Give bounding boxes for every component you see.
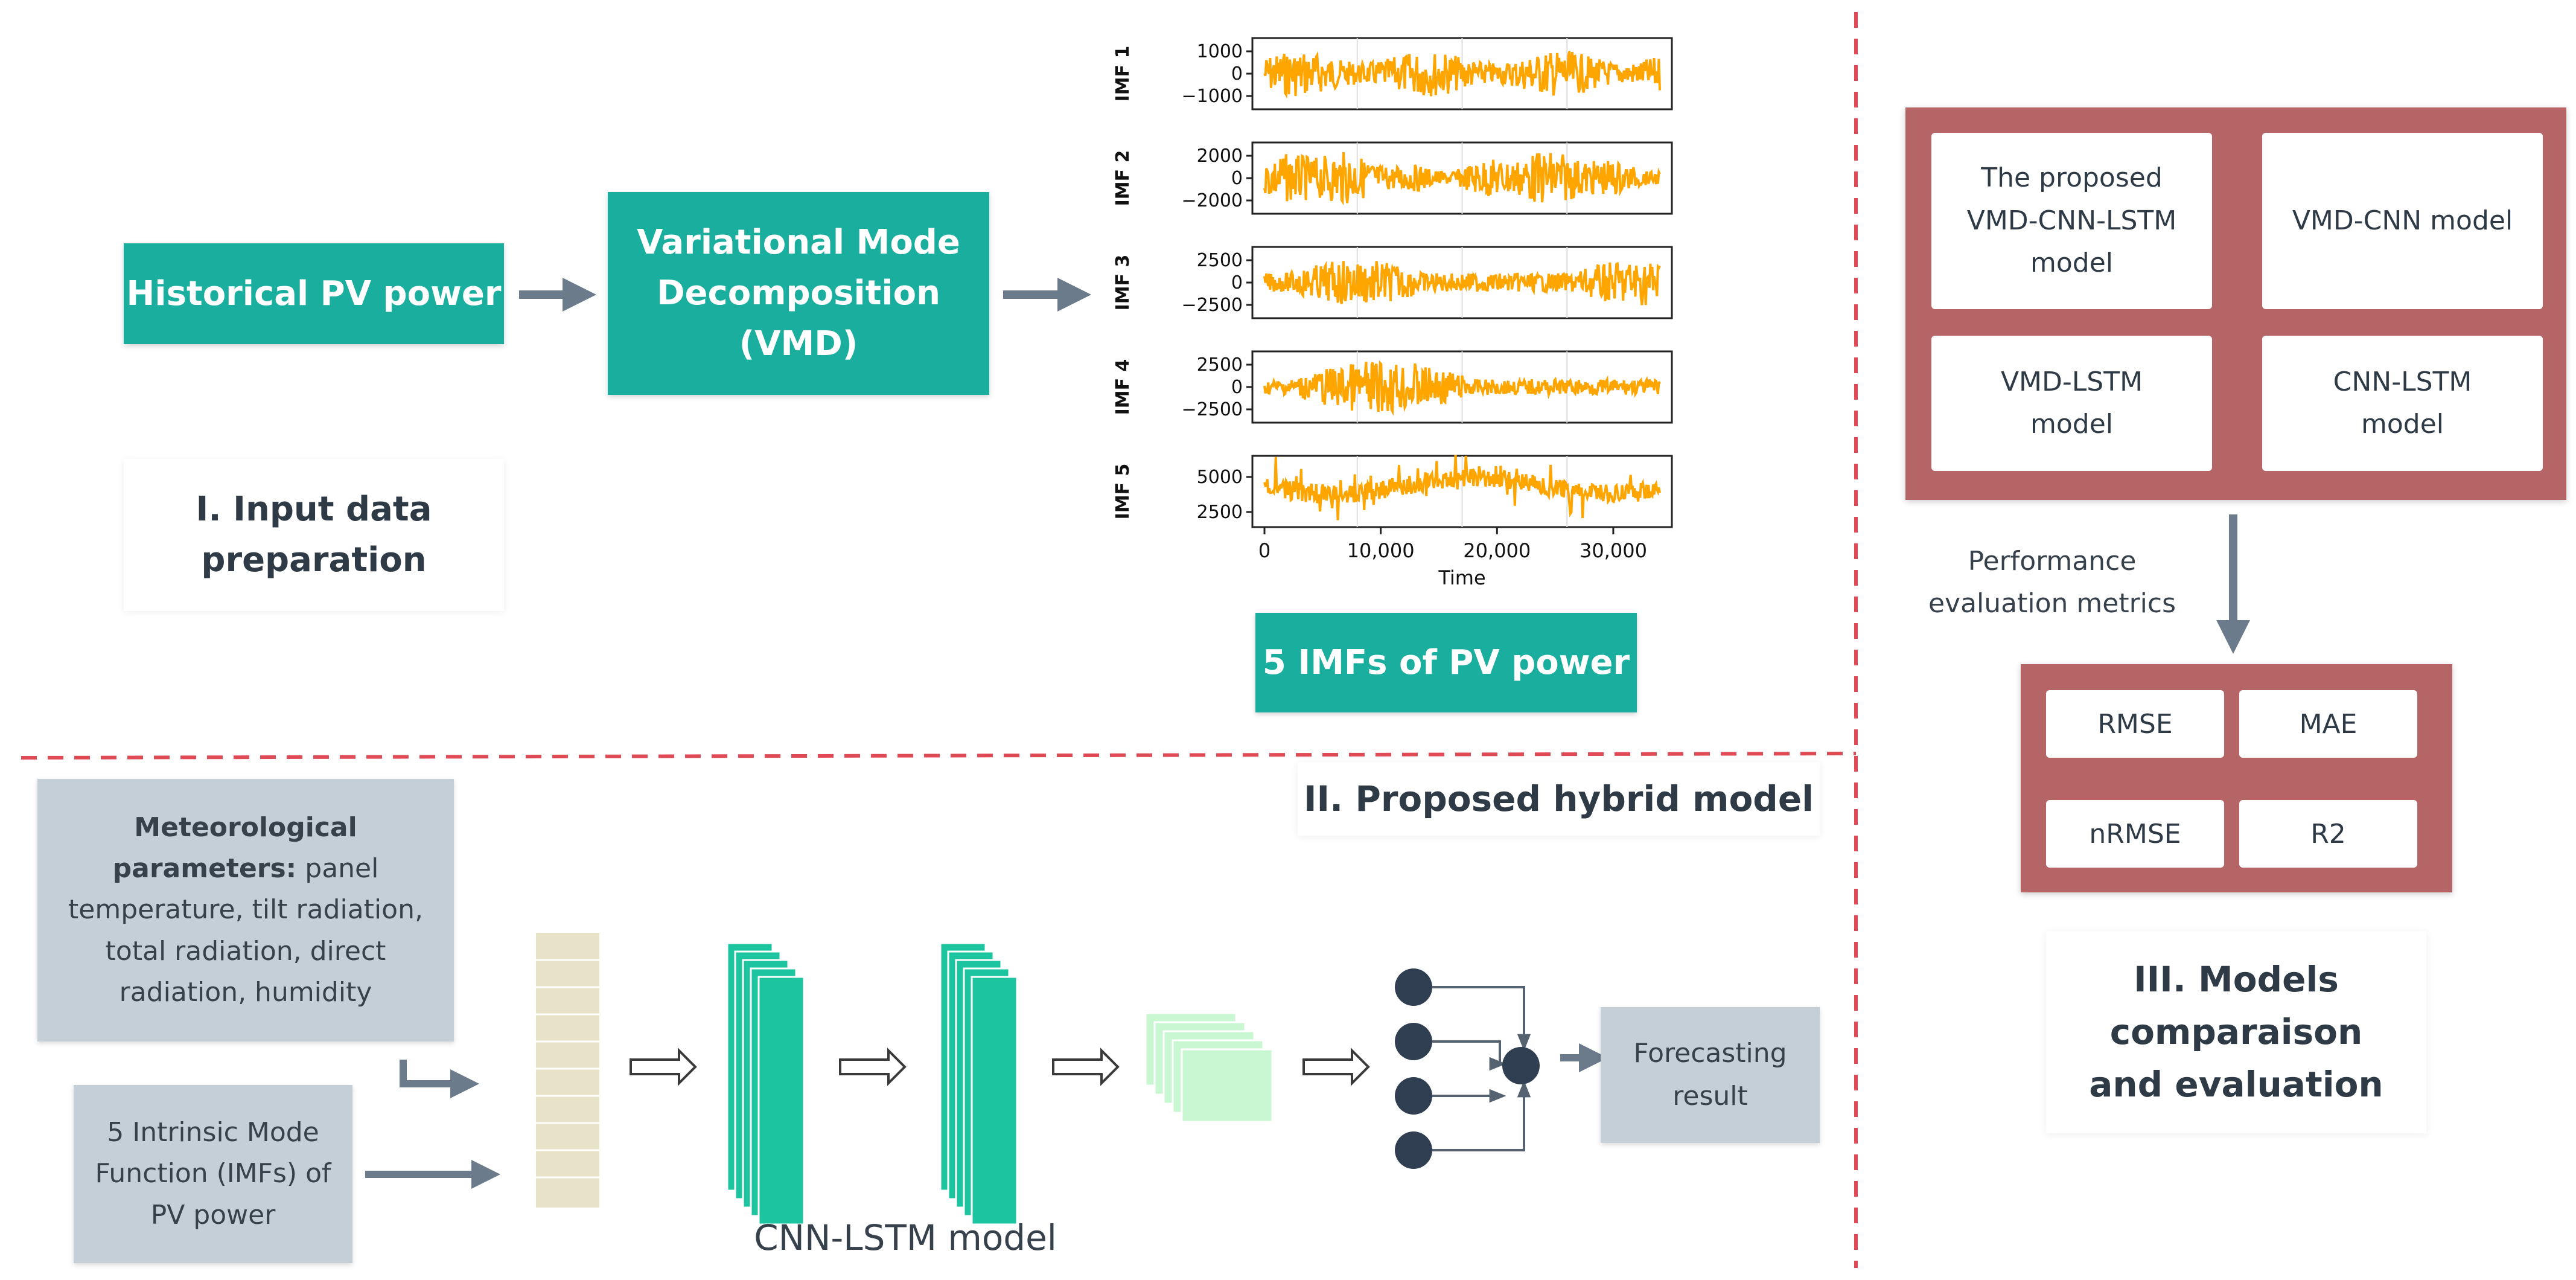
metric-text: nRMSE — [2089, 818, 2181, 850]
imf-panel-label: IMF 4 — [1112, 359, 1133, 415]
imf-signal-line — [1263, 455, 1661, 520]
vmd-box: Variational Mode Decomposition (VMD) — [608, 192, 989, 395]
cnn-lstm-model-text: CNN-LSTM model — [754, 1217, 1057, 1258]
vmd-box-text: Variational Mode Decomposition (VMD) — [637, 223, 960, 363]
imf-panel-label: IMF 1 — [1112, 46, 1133, 102]
metric-text: R2 — [2310, 818, 2346, 850]
arrow-meteo-to-input — [400, 1060, 479, 1098]
imf-ytick-label: 0 — [1231, 377, 1243, 398]
input-vector-column — [536, 933, 599, 1208]
metric-rmse: RMSE — [2046, 690, 2224, 758]
performance-metrics-label: Performance evaluation metrics — [1901, 537, 2203, 628]
neuron — [1395, 968, 1432, 1006]
meteorological-parameters-box: Meteorological parameters: panel tempera… — [37, 779, 454, 1042]
horizontal-separator — [21, 752, 1857, 760]
model-card-vmd-lstm: VMD-LSTM model — [1931, 336, 2212, 471]
metric-text: RMSE — [2097, 708, 2173, 740]
imf-xlabel: Time — [1438, 566, 1485, 589]
imf-input-text: 5 Intrinsic Mode Function (IMFs) of PV p… — [95, 1117, 331, 1230]
imf-ytick-label: −2500 — [1182, 295, 1243, 316]
imf-ytick-label: 0 — [1231, 63, 1243, 85]
cnn-lstm-model-label: CNN-LSTM model — [700, 1211, 1111, 1265]
imf-signal-line — [1263, 260, 1661, 306]
imf-signal-line — [1263, 152, 1661, 206]
imf-signal-line — [1263, 51, 1661, 99]
model-card-text: VMD-LSTM model — [2000, 366, 2143, 440]
performance-metrics-text: Performance evaluation metrics — [1928, 545, 2176, 619]
imf-xtick-label: 0 — [1258, 539, 1270, 562]
imf-xtick-label: 30,000 — [1580, 539, 1647, 562]
imf-ytick-label: 5000 — [1197, 467, 1243, 488]
model-card-text: VMD-CNN model — [2292, 205, 2513, 236]
model-card-text: CNN-LSTM model — [2333, 366, 2472, 440]
imf-ytick-label: 0 — [1231, 272, 1243, 293]
model-card-text: The proposed VMD-CNN-LSTM model — [1966, 162, 2177, 279]
imf-panel-label: IMF 3 — [1112, 255, 1133, 311]
imf-ytick-label: −2500 — [1182, 399, 1243, 420]
model-card-cnn-lstm: CNN-LSTM model — [2262, 336, 2543, 471]
imf-ytick-label: 0 — [1231, 168, 1243, 189]
block-arrow-2 — [839, 1048, 907, 1086]
neuron — [1395, 1077, 1432, 1115]
model-card-vmd-cnn-lstm: The proposed VMD-CNN-LSTM model — [1931, 133, 2212, 309]
imf-ytick-label: 2500 — [1197, 250, 1243, 271]
imf-ytick-label: 2500 — [1197, 354, 1243, 376]
section-2-label: II. Proposed hybrid model — [1298, 762, 1820, 836]
cnn-filter-stack-1 — [726, 942, 805, 1226]
imf-input-box: 5 Intrinsic Mode Function (IMFs) of PV p… — [74, 1085, 352, 1263]
metric-text: MAE — [2299, 708, 2358, 740]
output-neuron — [1502, 1047, 1540, 1084]
imf-ytick-label: 2000 — [1197, 146, 1243, 167]
imf-ytick-label: −2000 — [1182, 190, 1243, 211]
forecasting-result-text: Forecasting result — [1633, 1038, 1787, 1112]
metric-mae: MAE — [2239, 690, 2417, 758]
section-3-label: III. Models comparaison and evaluation — [2046, 931, 2426, 1133]
imf-ytick-label: −1000 — [1182, 86, 1243, 107]
meteorological-bold: Meteorological parameters: — [112, 812, 357, 885]
imf-panel-label: IMF 2 — [1112, 150, 1133, 206]
imf-xtick-label: 10,000 — [1347, 539, 1415, 562]
section-2-label-text: II. Proposed hybrid model — [1303, 778, 1814, 819]
neuron — [1395, 1023, 1432, 1060]
section-1-label-text: I. Input data preparation — [196, 490, 432, 580]
historical-pv-power-text: Historical PV power — [126, 274, 502, 313]
imf-signal-line — [1263, 360, 1661, 416]
imf-caption-box: 5 IMFs of PV power — [1255, 613, 1637, 712]
block-arrow-1 — [630, 1048, 697, 1086]
imf-panel-label: IMF 5 — [1112, 464, 1133, 520]
dense-layer — [1427, 986, 1531, 1151]
meteorological-text: Meteorological parameters: panel tempera… — [62, 807, 430, 1013]
model-card-vmd-cnn: VMD-CNN model — [2262, 133, 2543, 309]
meteorological-rest: panel temperature, tilt radiation, total… — [68, 853, 423, 1008]
section-1-label: I. Input data preparation — [124, 459, 504, 611]
neuron — [1395, 1131, 1432, 1169]
imf-xtick-label: 20,000 — [1463, 539, 1531, 562]
imf-caption-text: 5 IMFs of PV power — [1262, 643, 1630, 682]
cnn-filter-stack-2 — [939, 942, 1018, 1226]
block-arrow-3 — [1052, 1048, 1120, 1086]
forecasting-result-box: Forecasting result — [1601, 1007, 1820, 1143]
historical-pv-power-box: Historical PV power — [124, 243, 504, 344]
imf-ytick-label: 2500 — [1197, 502, 1243, 523]
metric-r2: R2 — [2239, 800, 2417, 868]
imf-ytick-label: 1000 — [1197, 41, 1243, 62]
feature-map-stack — [1144, 1012, 1274, 1123]
metric-nrmse: nRMSE — [2046, 800, 2224, 868]
block-arrow-4 — [1302, 1048, 1370, 1086]
section-3-label-text: III. Models comparaison and evaluation — [2089, 959, 2383, 1105]
